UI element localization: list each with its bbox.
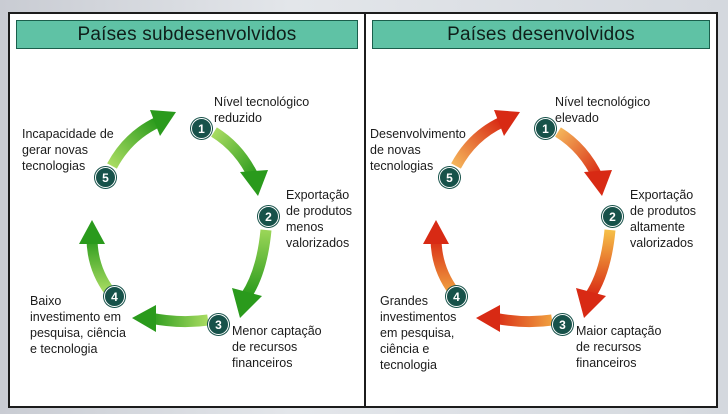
step-2-label: Exportação de produtos menos valorizados: [286, 188, 353, 250]
arrowhead-4: [132, 305, 156, 332]
step-4-label: Baixo investimento em pesquisa, ciência …: [30, 294, 126, 356]
arrowhead-1: [494, 110, 520, 136]
right-panel-title: Países desenvolvidos: [372, 20, 710, 49]
step-5-number: 5: [95, 167, 116, 188]
arrow-4-to-5: [430, 237, 459, 296]
panel-divider: [364, 14, 366, 406]
step-5-label: Desenvolvimento de novas tecnologias: [370, 127, 466, 173]
arrow-3-to-4: [492, 312, 553, 328]
arrow-1-to-2: [210, 127, 259, 181]
arrowhead-5: [423, 220, 449, 244]
arrowhead-2: [584, 170, 612, 196]
arrow-2-to-3: [241, 229, 272, 300]
step-4-number: 4: [104, 286, 125, 307]
arrowhead-1: [150, 110, 176, 136]
arrowhead-3: [232, 288, 262, 318]
step-3-label: Maior captação de recursos financeiros: [576, 324, 662, 370]
arrow-1-to-2: [554, 127, 603, 181]
arrowhead-5: [79, 220, 105, 244]
arrow-2-to-3: [585, 229, 616, 300]
step-1-number: 1: [191, 118, 212, 139]
step-2-number: 2: [602, 206, 623, 227]
step-4-number: 4: [446, 286, 467, 307]
step-1-label: Nível tecnológico reduzido: [214, 95, 310, 125]
arrow-5-to-1: [451, 117, 505, 169]
step-3-number: 3: [552, 314, 573, 335]
step-2-number: 2: [258, 206, 279, 227]
step-4-label: Grandes investimentos em pesquisa, ciênc…: [380, 294, 457, 372]
step-5-label: Incapacidade de gerar novas tecnologias: [22, 127, 114, 173]
arrow-5-to-1: [107, 117, 161, 169]
step-3-label: Menor captação de recursos financeiros: [232, 324, 322, 370]
arrowhead-4: [476, 305, 500, 332]
step-1-label: Nível tecnológico elevado: [555, 95, 651, 125]
arrowhead-2: [240, 170, 268, 196]
left-panel-title: Países subdesenvolvidos: [16, 20, 358, 49]
diagram-frame: Países subdesenvolvidos Países desenvolv…: [8, 12, 718, 408]
arrow-3-to-4: [148, 312, 209, 328]
step-5-number: 5: [439, 167, 460, 188]
step-2-label: Exportação de produtos altamente valoriz…: [630, 188, 697, 250]
step-1-number: 1: [535, 118, 556, 139]
arrowhead-3: [576, 288, 606, 318]
step-3-number: 3: [208, 314, 229, 335]
arrow-4-to-5: [86, 237, 115, 296]
